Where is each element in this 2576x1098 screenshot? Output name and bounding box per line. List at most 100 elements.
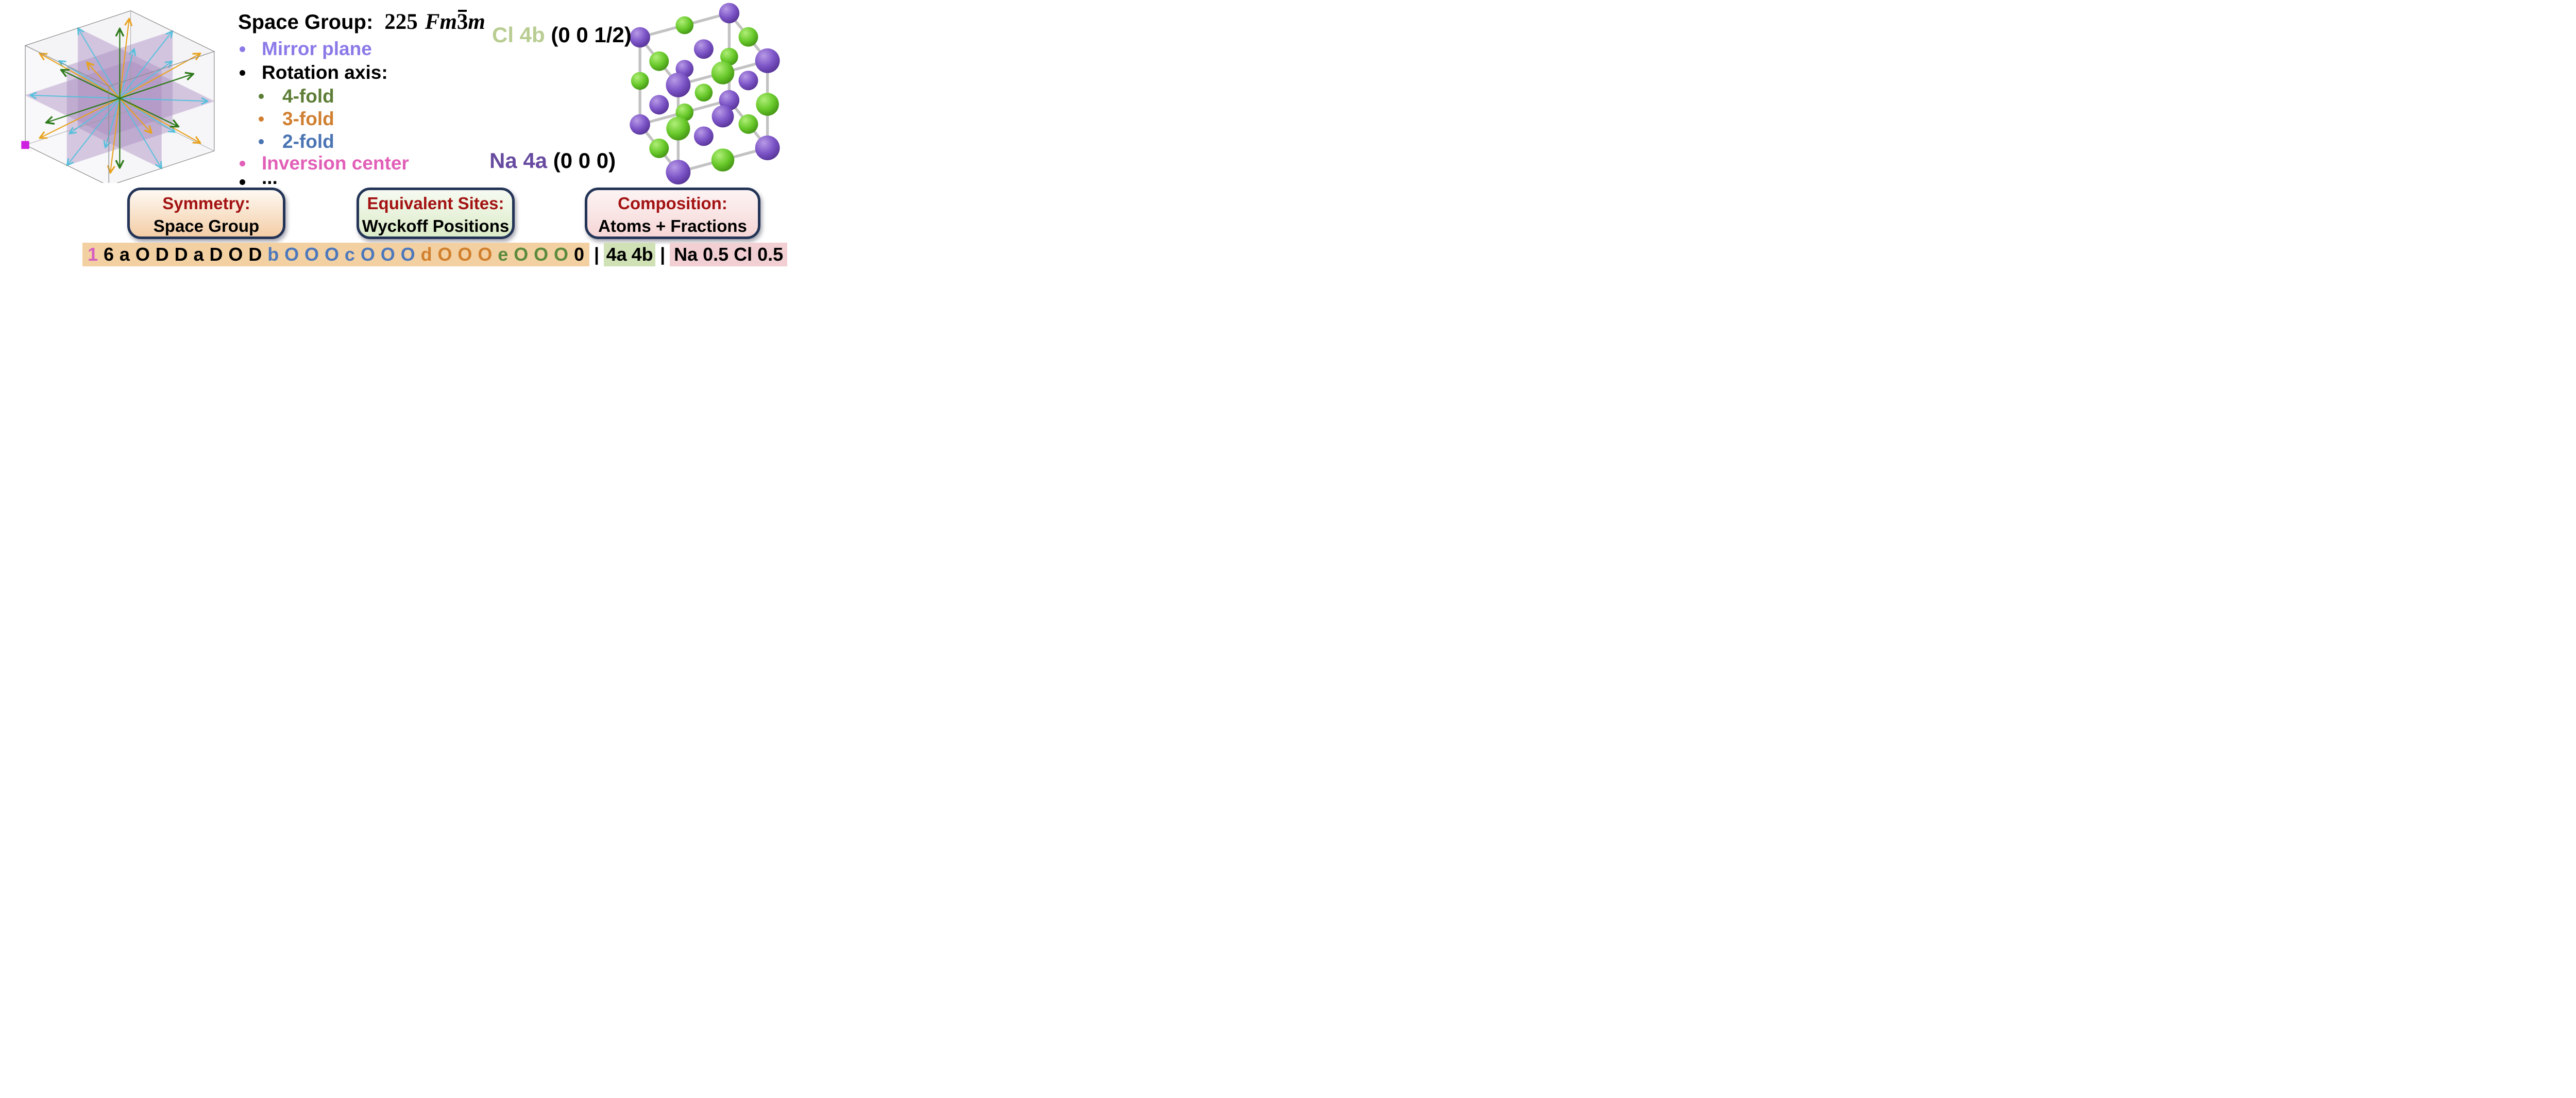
- na-atom: [630, 27, 650, 48]
- enc-token: O: [284, 244, 299, 265]
- composition-box-subtitle: Atoms + Fractions: [598, 216, 747, 235]
- enc-token: O: [457, 244, 472, 265]
- equivalent-sites-box-subtitle: Wyckoff Positions: [362, 216, 510, 235]
- bullet-dot-ellipsis: [240, 179, 245, 185]
- bullet-dot-2-fold: [259, 139, 264, 144]
- figure-canvas: Space Group: 225 Fm3m Mirror plane Rotatio…: [0, 0, 802, 275]
- space-group-symbol-3bar: 3: [456, 10, 468, 34]
- enc-token: b: [267, 244, 279, 265]
- na-atom: [693, 39, 714, 59]
- space-group-title: Space Group: 225 Fm3m: [238, 9, 485, 35]
- enc-token: 6: [103, 244, 114, 265]
- na-atom: [711, 105, 734, 128]
- encoding-wyckoff-segment: 4a 4b: [604, 243, 656, 266]
- enc-token: c: [344, 244, 355, 265]
- na-site-label-line: Na 4a (0 0 0): [489, 148, 616, 173]
- fourfold-axis-arrows: [46, 29, 194, 168]
- enc-token: 4a: [606, 244, 627, 265]
- cl-atom: [720, 47, 738, 66]
- enc-token: d: [420, 244, 432, 265]
- cl-atom: [675, 16, 694, 35]
- equivalent-sites-concept-box: Equivalent Sites: Wyckoff Positions: [357, 188, 515, 239]
- encoding-symmetry-segment: 1 6 a O D D a D O D b O O O c O O O d O …: [82, 243, 589, 266]
- enc-token: 0.5: [757, 244, 784, 265]
- na-atom: [755, 48, 780, 73]
- inversion-center-marker: [21, 141, 29, 149]
- bullet-dot-rotation-axis: [240, 70, 245, 76]
- equivalent-sites-box-title: Equivalent Sites:: [367, 194, 504, 213]
- na-atom: [719, 3, 740, 24]
- space-group-symbol-m: m: [468, 10, 485, 34]
- na-atom: [755, 136, 780, 160]
- enc-token: O: [437, 244, 452, 265]
- legend-bullet-3-fold: 3-fold: [282, 108, 334, 129]
- space-group-symbol-fm: Fm: [425, 10, 457, 34]
- legend-bullet-inversion-center: Inversion center: [262, 153, 409, 174]
- symmetry-box-subtitle: Space Group: [153, 216, 260, 235]
- legend-bullet-mirror-plane: Mirror plane: [262, 38, 372, 59]
- cl-atom: [711, 148, 735, 172]
- enc-token: D: [155, 244, 169, 265]
- symmetry-box-title: Symmetry:: [162, 194, 250, 213]
- encoding-composition-segment: Na 0.5 Cl 0.5: [670, 243, 788, 266]
- na-atom: [719, 90, 740, 111]
- na-atom: [666, 72, 691, 97]
- na-atom: [666, 160, 691, 184]
- composition-box-title: Composition:: [618, 194, 727, 213]
- bullet-dot-inversion-center: [240, 161, 245, 166]
- enc-token: D: [174, 244, 188, 265]
- cube-front-edges: [24, 10, 215, 183]
- cl-atom: [649, 138, 669, 158]
- enc-token: O: [514, 244, 529, 265]
- atoms-middle-layer: [649, 27, 758, 158]
- legend-bullet-4-fold: 4-fold: [282, 86, 334, 107]
- enc-token: D: [248, 244, 262, 265]
- cl-atom: [649, 51, 669, 71]
- composition-concept-box: Composition: Atoms + Fractions: [585, 188, 760, 239]
- cl-atom: [756, 93, 779, 116]
- atoms-back-layer: [630, 3, 740, 135]
- cube-right-face: [109, 51, 214, 183]
- enc-token: O: [135, 244, 150, 265]
- na-atom: [649, 95, 669, 115]
- cl-site-label: Cl 4b: [492, 23, 545, 47]
- threefold-axis-arrows: [40, 19, 200, 173]
- enc-token: a: [119, 244, 130, 265]
- enc-token: O: [400, 244, 415, 265]
- enc-token: 0: [573, 244, 584, 265]
- na-atom: [693, 126, 714, 146]
- bullet-dot-4-fold: [259, 94, 264, 99]
- enc-token: O: [360, 244, 375, 265]
- bullet-dot-mirror-plane: [240, 46, 245, 52]
- enc-token: e: [498, 244, 509, 265]
- space-group-number: 225: [384, 10, 418, 34]
- atoms-front-layer: [666, 48, 780, 184]
- symmetry-cube-figure: [21, 10, 215, 183]
- enc-token: 0.5: [703, 244, 729, 265]
- bullet-dot-3-fold: [259, 116, 264, 122]
- legend-bullet-2-fold: 2-fold: [282, 131, 334, 152]
- na-site-label: Na 4a: [489, 148, 548, 173]
- enc-token: O: [228, 244, 243, 265]
- cl-atom: [694, 83, 713, 102]
- enc-token: O: [534, 244, 549, 265]
- encoding-separator-2: |: [660, 244, 666, 265]
- enc-token: 4b: [631, 244, 653, 265]
- cl-atom: [738, 114, 758, 134]
- space-group-label: Space Group:: [238, 11, 374, 33]
- cl-atom: [666, 116, 690, 141]
- cl-atom: [631, 72, 649, 90]
- enc-token: O: [304, 244, 319, 265]
- enc-token: O: [478, 244, 493, 265]
- legend-bullet-rotation-axis: Rotation axis:: [262, 62, 388, 83]
- enc-token: O: [324, 244, 339, 265]
- crystal-structure-figure: [630, 3, 780, 184]
- na-atom: [630, 114, 650, 135]
- cl-atom: [738, 27, 758, 47]
- legend-bullet-ellipsis: ...: [262, 167, 278, 188]
- encoding-bar: 1 6 a O D D a D O D b O O O c O O O d O …: [82, 243, 788, 266]
- enc-token: Na: [674, 244, 698, 265]
- na-site-coords: (0 0 0): [553, 148, 616, 173]
- enc-token: 1: [88, 244, 98, 265]
- cl-site-label-line: Cl 4b (0 0 1/2): [492, 23, 632, 47]
